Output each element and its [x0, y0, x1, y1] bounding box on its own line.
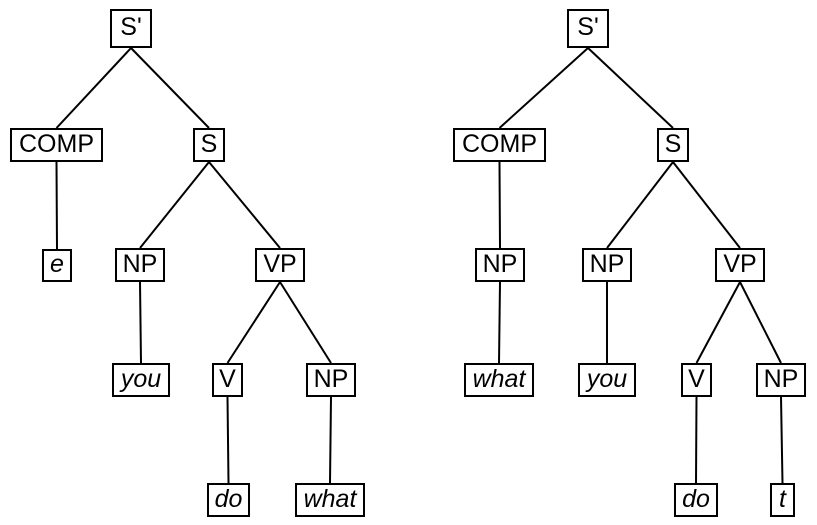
tree-node-label: V: [219, 364, 236, 393]
tree-edge: [139, 281, 142, 364]
tree-node-label: you: [586, 364, 628, 393]
tree-node-you: you: [112, 363, 170, 397]
tree-edge: [780, 396, 784, 484]
tree-node-label: NP: [763, 364, 799, 393]
tree-node-label: do: [214, 484, 243, 513]
tree-edge: [139, 161, 210, 249]
tree-node-s: S: [193, 128, 225, 162]
tree-node-v: V: [681, 363, 712, 397]
tree-node-t: t: [770, 483, 795, 517]
tree-node-what: what: [464, 363, 534, 397]
tree-node-do: do: [674, 483, 718, 517]
tree-edge: [498, 47, 589, 129]
tree-node-np: NP: [475, 248, 525, 282]
tree-node-comp: COMP: [453, 128, 546, 162]
tree-node-label: what: [303, 484, 357, 513]
tree-node-vp: VP: [255, 248, 305, 282]
tree-node-label: COMP: [19, 129, 94, 158]
tree-node-label: do: [682, 484, 710, 513]
tree-edge: [606, 161, 674, 249]
tree-edge: [498, 161, 501, 249]
tree-node-np: NP: [306, 363, 356, 397]
tree-edge: [672, 161, 741, 249]
tree-node-s: S': [567, 9, 609, 48]
tree-node-label: S': [120, 13, 142, 41]
tree-edge: [695, 396, 698, 484]
tree-edge: [498, 281, 501, 364]
tree-node-label: NP: [589, 249, 625, 278]
tree-edge: [226, 396, 230, 484]
tree-node-label: VP: [723, 249, 757, 278]
tree-node-label: COMP: [462, 129, 537, 158]
tree-edge: [587, 47, 674, 129]
tree-node-vp: VP: [715, 248, 765, 282]
tree-node-label: e: [50, 250, 64, 278]
tree-edge: [130, 47, 210, 129]
tree-edge: [695, 281, 741, 364]
tree-node-do: do: [207, 483, 250, 517]
tree-node-label: NP: [482, 249, 518, 278]
tree-edge: [329, 396, 332, 484]
tree-node-label: S': [577, 13, 599, 41]
tree-node-label: NP: [313, 364, 349, 393]
tree-node-label: what: [472, 364, 526, 393]
tree-edge: [55, 161, 58, 250]
tree-node-label: NP: [122, 249, 158, 278]
tree-node-what: what: [295, 483, 365, 517]
tree-node-v: V: [212, 363, 243, 397]
tree-node-np: NP: [115, 248, 165, 282]
tree-node-np: NP: [756, 363, 806, 397]
tree-node-label: V: [688, 364, 705, 393]
tree-edge: [739, 281, 782, 364]
tree-node-comp: COMP: [10, 128, 103, 162]
tree-edge: [208, 161, 281, 249]
tree-node-label: S: [664, 129, 682, 158]
tree-node-label: t: [779, 484, 786, 513]
tree-node-you: you: [578, 363, 636, 397]
tree-node-s: S: [657, 128, 689, 162]
tree-node-s: S': [110, 9, 152, 48]
tree-edge: [279, 281, 332, 364]
tree-node-label: VP: [263, 249, 297, 278]
tree-node-label: you: [120, 364, 162, 393]
tree-node-np: NP: [582, 248, 632, 282]
tree-edge: [226, 281, 281, 364]
tree-node-e: e: [42, 249, 72, 282]
tree-node-label: S: [200, 129, 218, 158]
tree-edge: [55, 47, 132, 129]
